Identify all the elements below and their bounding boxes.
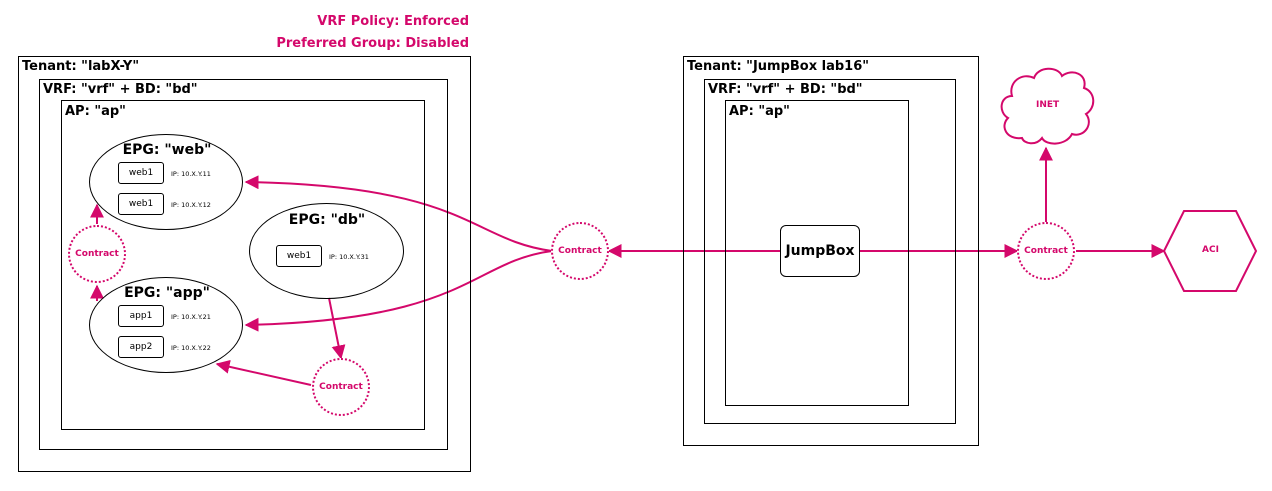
tenant-box-left [18, 56, 471, 472]
tenant-box-right [683, 56, 979, 446]
endpoint-db-web1-ip: IP: 10.X.Y.31 [329, 253, 369, 261]
vrf-label-right: VRF: "vrf" + BD: "bd" [708, 82, 863, 97]
endpoint-db-web1[interactable]: web1 [276, 245, 322, 267]
endpoint-web1-b-ip: IP: 10.X.Y.12 [171, 201, 211, 209]
ap-label-right: AP: "ap" [729, 104, 790, 119]
aci-label: ACI [1202, 245, 1219, 255]
endpoint-web1-a-ip: IP: 10.X.Y.11 [171, 170, 211, 178]
endpoint-app2-ip: IP: 10.X.Y.22 [171, 344, 211, 352]
endpoint-web1-b[interactable]: web1 [118, 193, 164, 215]
ap-label-left: AP: "ap" [65, 104, 126, 119]
contract-external[interactable]: Contract [1017, 222, 1075, 280]
aci-hexagon-icon[interactable] [1162, 209, 1258, 293]
endpoint-app1-ip: IP: 10.X.Y.21 [171, 313, 211, 321]
epg-app-title: EPG: "app" [124, 285, 210, 301]
epg-db[interactable] [249, 203, 404, 299]
tenant-label-left: Tenant: "labX-Y" [22, 59, 140, 74]
ap-box-right [725, 100, 909, 406]
endpoint-app2[interactable]: app2 [118, 336, 164, 358]
vrf-box-right [704, 79, 956, 424]
preferred-group-label: Preferred Group: Disabled [276, 36, 469, 51]
ap-box-left [61, 100, 425, 430]
vrf-box-left [39, 79, 448, 450]
vrf-policy-label: VRF Policy: Enforced [317, 14, 469, 29]
inet-cloud-icon[interactable] [996, 62, 1098, 148]
endpoint-app1[interactable]: app1 [118, 305, 164, 327]
vrf-label-left: VRF: "vrf" + BD: "bd" [43, 82, 198, 97]
epg-app[interactable] [89, 277, 243, 373]
tenant-label-right: Tenant: "JumpBox lab16" [687, 59, 870, 74]
contract-db-app[interactable]: Contract [312, 358, 370, 416]
epg-db-title: EPG: "db" [288, 212, 366, 228]
endpoint-web1-a[interactable]: web1 [118, 162, 164, 184]
link-contract-to-web [244, 175, 553, 252]
epg-web[interactable] [89, 134, 243, 230]
link-db-to-contract [328, 297, 346, 360]
contract-web-app[interactable]: Contract [68, 225, 126, 283]
inet-label: INET [1036, 100, 1060, 110]
contract-center[interactable]: Contract [551, 222, 609, 280]
jumpbox-node[interactable]: JumpBox [780, 225, 860, 277]
epg-web-title: EPG: "web" [122, 142, 212, 158]
link-contract-to-app [244, 250, 553, 332]
link-contract-to-app-bottom [215, 359, 312, 386]
